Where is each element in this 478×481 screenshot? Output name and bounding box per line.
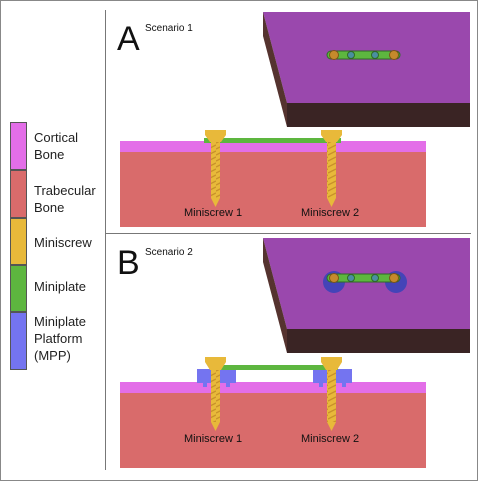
cross-section-a [120,130,426,227]
miniplate-a [204,138,341,143]
miniscrew-1-label-a: Miniscrew 1 [184,207,243,219]
cortical-layer-a [120,141,426,152]
legend-label-trabecular: Trabecular Bone [34,183,96,215]
legend-label-platform: Miniplate Platform (MPP) [34,314,87,363]
trabecular-layer-a [120,152,426,227]
miniplate-3d-b [323,271,407,293]
miniscrew-2-label-b: Miniscrew 2 [301,433,360,445]
vertical-divider [105,10,106,470]
miniscrew-2-a [321,130,342,207]
trabecular-layer-b [120,393,426,468]
miniscrew-2-b [321,357,342,431]
legend-swatch-miniplate [10,265,27,312]
legend-swatch-miniscrew [10,218,27,265]
cortical-layer-b [120,382,426,393]
block-3d-b [263,238,470,353]
legend-label-cortical: Cortical Bone [34,130,79,162]
block-3d-a [263,12,470,127]
miniplate-b [212,365,338,370]
miniscrew-1-a [205,130,226,207]
miniscrew-1-label-b: Miniscrew 1 [184,433,243,445]
miniscrew-2-label-a: Miniscrew 2 [301,207,360,219]
legend-label-miniplate: Miniplate [34,279,87,294]
horizontal-divider [105,233,471,234]
miniplate-3d-a [326,50,401,60]
cross-section-b [120,357,426,468]
legend-label-miniscrew: Miniscrew [34,235,92,250]
miniscrew-1-b [205,357,226,431]
panel-letter-b: B [117,244,140,282]
legend-swatch-trabecular [10,170,27,218]
scenario-label-1: Scenario 1 [145,23,193,34]
legend-swatch-platform [10,312,27,370]
scenario-label-2: Scenario 2 [145,247,193,258]
panel-letter-a: A [117,20,140,58]
legend-swatch-cortical [10,122,27,170]
